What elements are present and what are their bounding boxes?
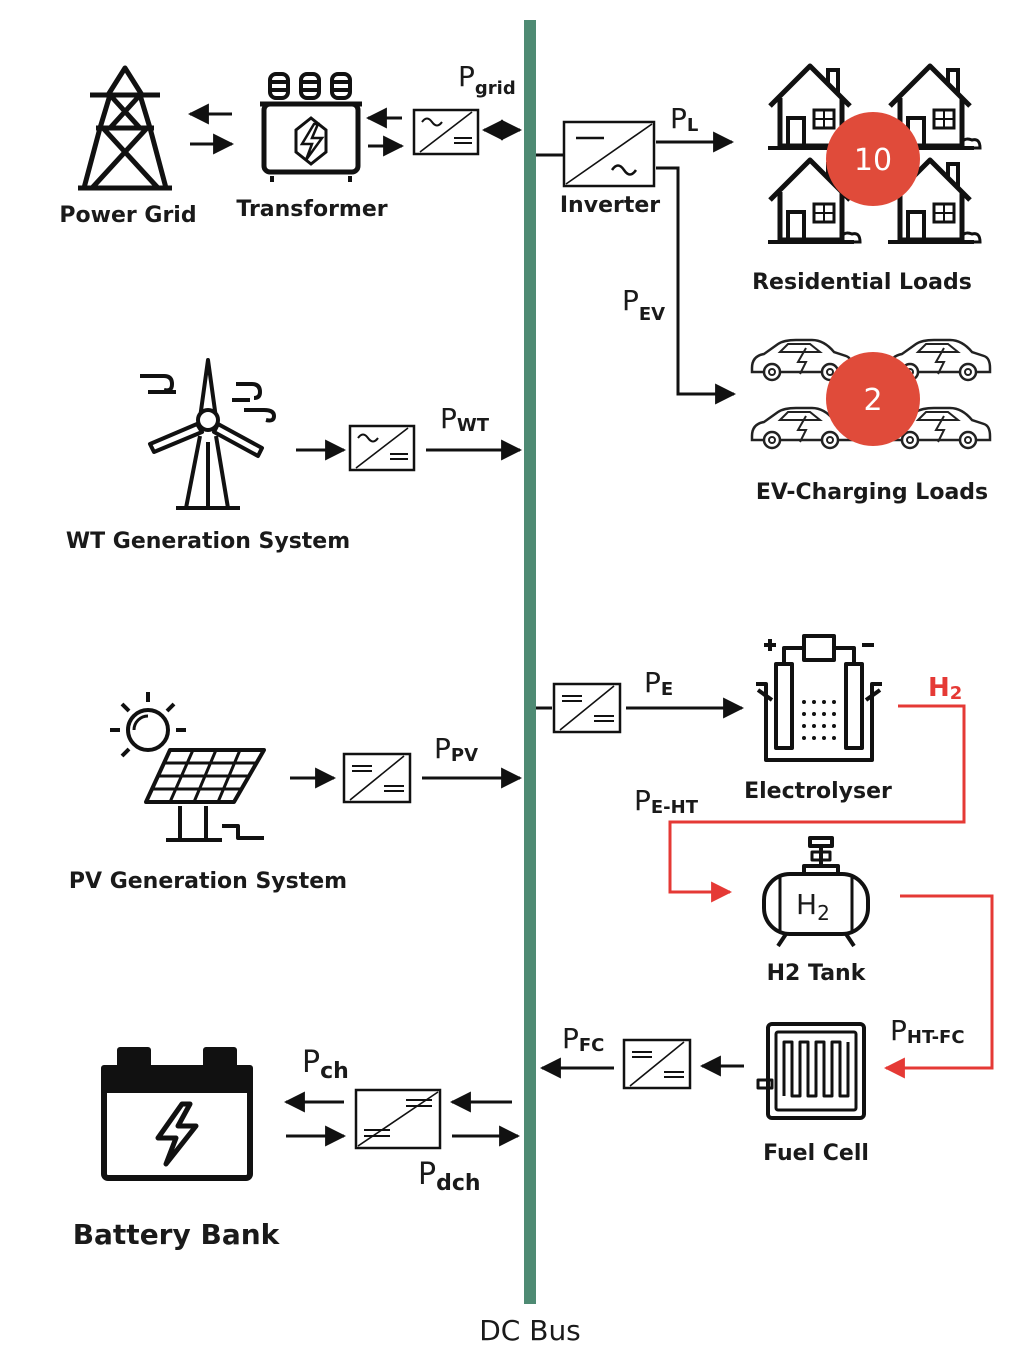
residential-count-text: 10 xyxy=(854,143,892,178)
grid-converter-icon xyxy=(412,108,480,156)
solar-panel-icon xyxy=(144,748,266,842)
sun-icon xyxy=(110,692,186,758)
p-e-ht-label: PE-HT xyxy=(634,784,699,818)
battery-bank-label: Battery Bank xyxy=(73,1218,281,1251)
power-grid-label: Power Grid xyxy=(59,203,196,228)
battery-converter-icon xyxy=(354,1088,442,1150)
dc-bus-label: DC Bus xyxy=(479,1314,581,1347)
h2-flow-tank-to-fuelcell xyxy=(883,894,994,1079)
power-grid-icon xyxy=(78,65,172,191)
wt-system-label: WT Generation System xyxy=(66,529,350,554)
electrolyser-converter-icon xyxy=(552,682,622,734)
electrolyser-icon xyxy=(756,634,882,762)
p-dch-label: Pdch xyxy=(418,1157,481,1196)
p-pv-label: PPV xyxy=(434,732,478,766)
h2-tank-inner-label: H2 xyxy=(796,888,830,925)
electrolyser-label: Electrolyser xyxy=(744,779,892,804)
arrow-pev xyxy=(656,166,737,405)
p-l-label: PL xyxy=(670,102,698,136)
p-e-label: PE xyxy=(644,666,673,700)
fc-converter-icon xyxy=(622,1038,692,1090)
h2-flow-electrolyser-to-tank xyxy=(668,704,966,903)
residential-loads-label: Residential Loads xyxy=(752,270,972,295)
h2-tank-label: H2 Tank xyxy=(767,961,867,986)
p-ev-label: PEV xyxy=(622,284,665,325)
transformer-label: Transformer xyxy=(236,197,387,222)
p-grid-label: Pgrid xyxy=(458,60,516,99)
h2-label: H2 xyxy=(928,673,962,704)
battery-icon xyxy=(101,1047,253,1181)
wind-turbine-icon xyxy=(140,358,276,510)
fuel-cell-icon xyxy=(756,1022,866,1120)
ev-count-badge xyxy=(826,352,920,446)
fuel-cell-label: Fuel Cell xyxy=(763,1141,869,1166)
ev-charging-loads-label: EV-Charging Loads xyxy=(756,480,988,505)
inverter-label: Inverter xyxy=(560,193,660,218)
transformer-icon xyxy=(260,72,362,182)
residential-count-badge xyxy=(826,112,920,206)
pv-converter-icon xyxy=(342,752,412,804)
wt-converter-icon xyxy=(348,424,416,472)
p-ch-label: Pch xyxy=(302,1045,349,1084)
p-fc-label: PFC xyxy=(562,1022,604,1056)
h2-tank-icon xyxy=(762,836,870,948)
p-ht-fc-label: PHT-FC xyxy=(890,1014,965,1048)
pv-system-label: PV Generation System xyxy=(69,869,347,894)
inverter-icon xyxy=(562,120,656,188)
dc-bus xyxy=(524,20,536,1304)
ev-count-text: 2 xyxy=(863,383,882,418)
p-wt-label: PWT xyxy=(440,402,490,436)
